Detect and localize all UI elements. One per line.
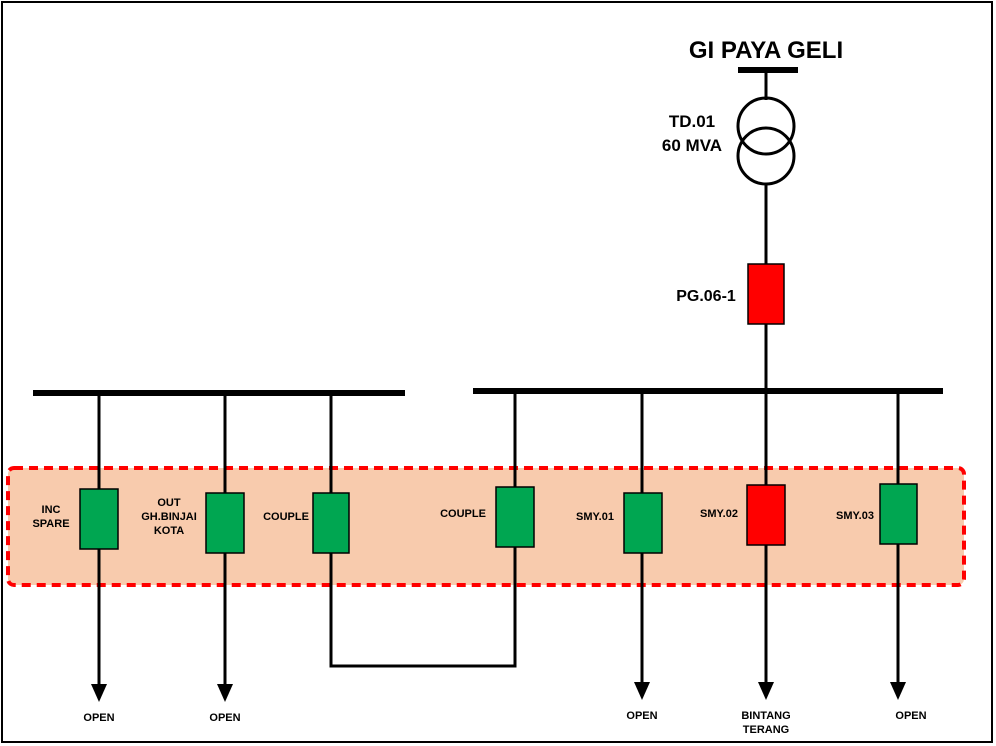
transformer-rating: 60 MVA xyxy=(662,136,722,155)
transformer-id: TD.01 xyxy=(669,112,715,131)
substation-title: GI PAYA GELI xyxy=(689,37,843,64)
outlet-arrow-icon xyxy=(758,682,774,700)
highlighted-bay-zone xyxy=(6,466,966,587)
bay-label: COUPLE xyxy=(440,508,486,520)
bus-coupler-link xyxy=(329,547,517,668)
incoming-breaker[interactable] xyxy=(747,263,785,325)
breaker-inc-spare[interactable] xyxy=(79,488,119,550)
bay-label: GH.BINJAI xyxy=(141,511,197,523)
bay-label: KOTA xyxy=(154,525,184,537)
outlet-arrow-icon xyxy=(634,682,650,700)
bay-label: SMY.02 xyxy=(700,508,738,520)
bay-label: SPARE xyxy=(32,518,69,530)
outlet-label: BINTANG xyxy=(741,710,790,722)
breaker-smy-03[interactable] xyxy=(879,483,918,545)
bay-label: COUPLE xyxy=(263,511,309,523)
breaker-couple-left[interactable] xyxy=(312,492,350,554)
outlet-arrow-icon xyxy=(217,684,233,702)
outlet-label: OPEN xyxy=(895,710,926,722)
bay-label: INC xyxy=(42,504,61,516)
breaker-couple-right[interactable] xyxy=(495,486,535,548)
outlet-label: OPEN xyxy=(83,712,114,724)
outlet-arrow-icon xyxy=(91,684,107,702)
breaker-out-gh-binjai-kota[interactable] xyxy=(205,492,245,554)
outlet-label: OPEN xyxy=(209,712,240,724)
breaker-smy-02[interactable] xyxy=(746,484,786,546)
bay-label: SMY.03 xyxy=(836,510,874,522)
breaker-smy-01[interactable] xyxy=(623,492,663,554)
transformer-primary-winding xyxy=(736,96,796,156)
bay-label: SMY.01 xyxy=(576,511,614,523)
outlet-label: TERANG xyxy=(743,724,789,736)
incoming-breaker-label: PG.06-1 xyxy=(676,288,736,305)
outlet-arrow-icon xyxy=(890,682,906,700)
outlet-label: OPEN xyxy=(626,710,657,722)
bay-label: OUT xyxy=(157,497,181,509)
